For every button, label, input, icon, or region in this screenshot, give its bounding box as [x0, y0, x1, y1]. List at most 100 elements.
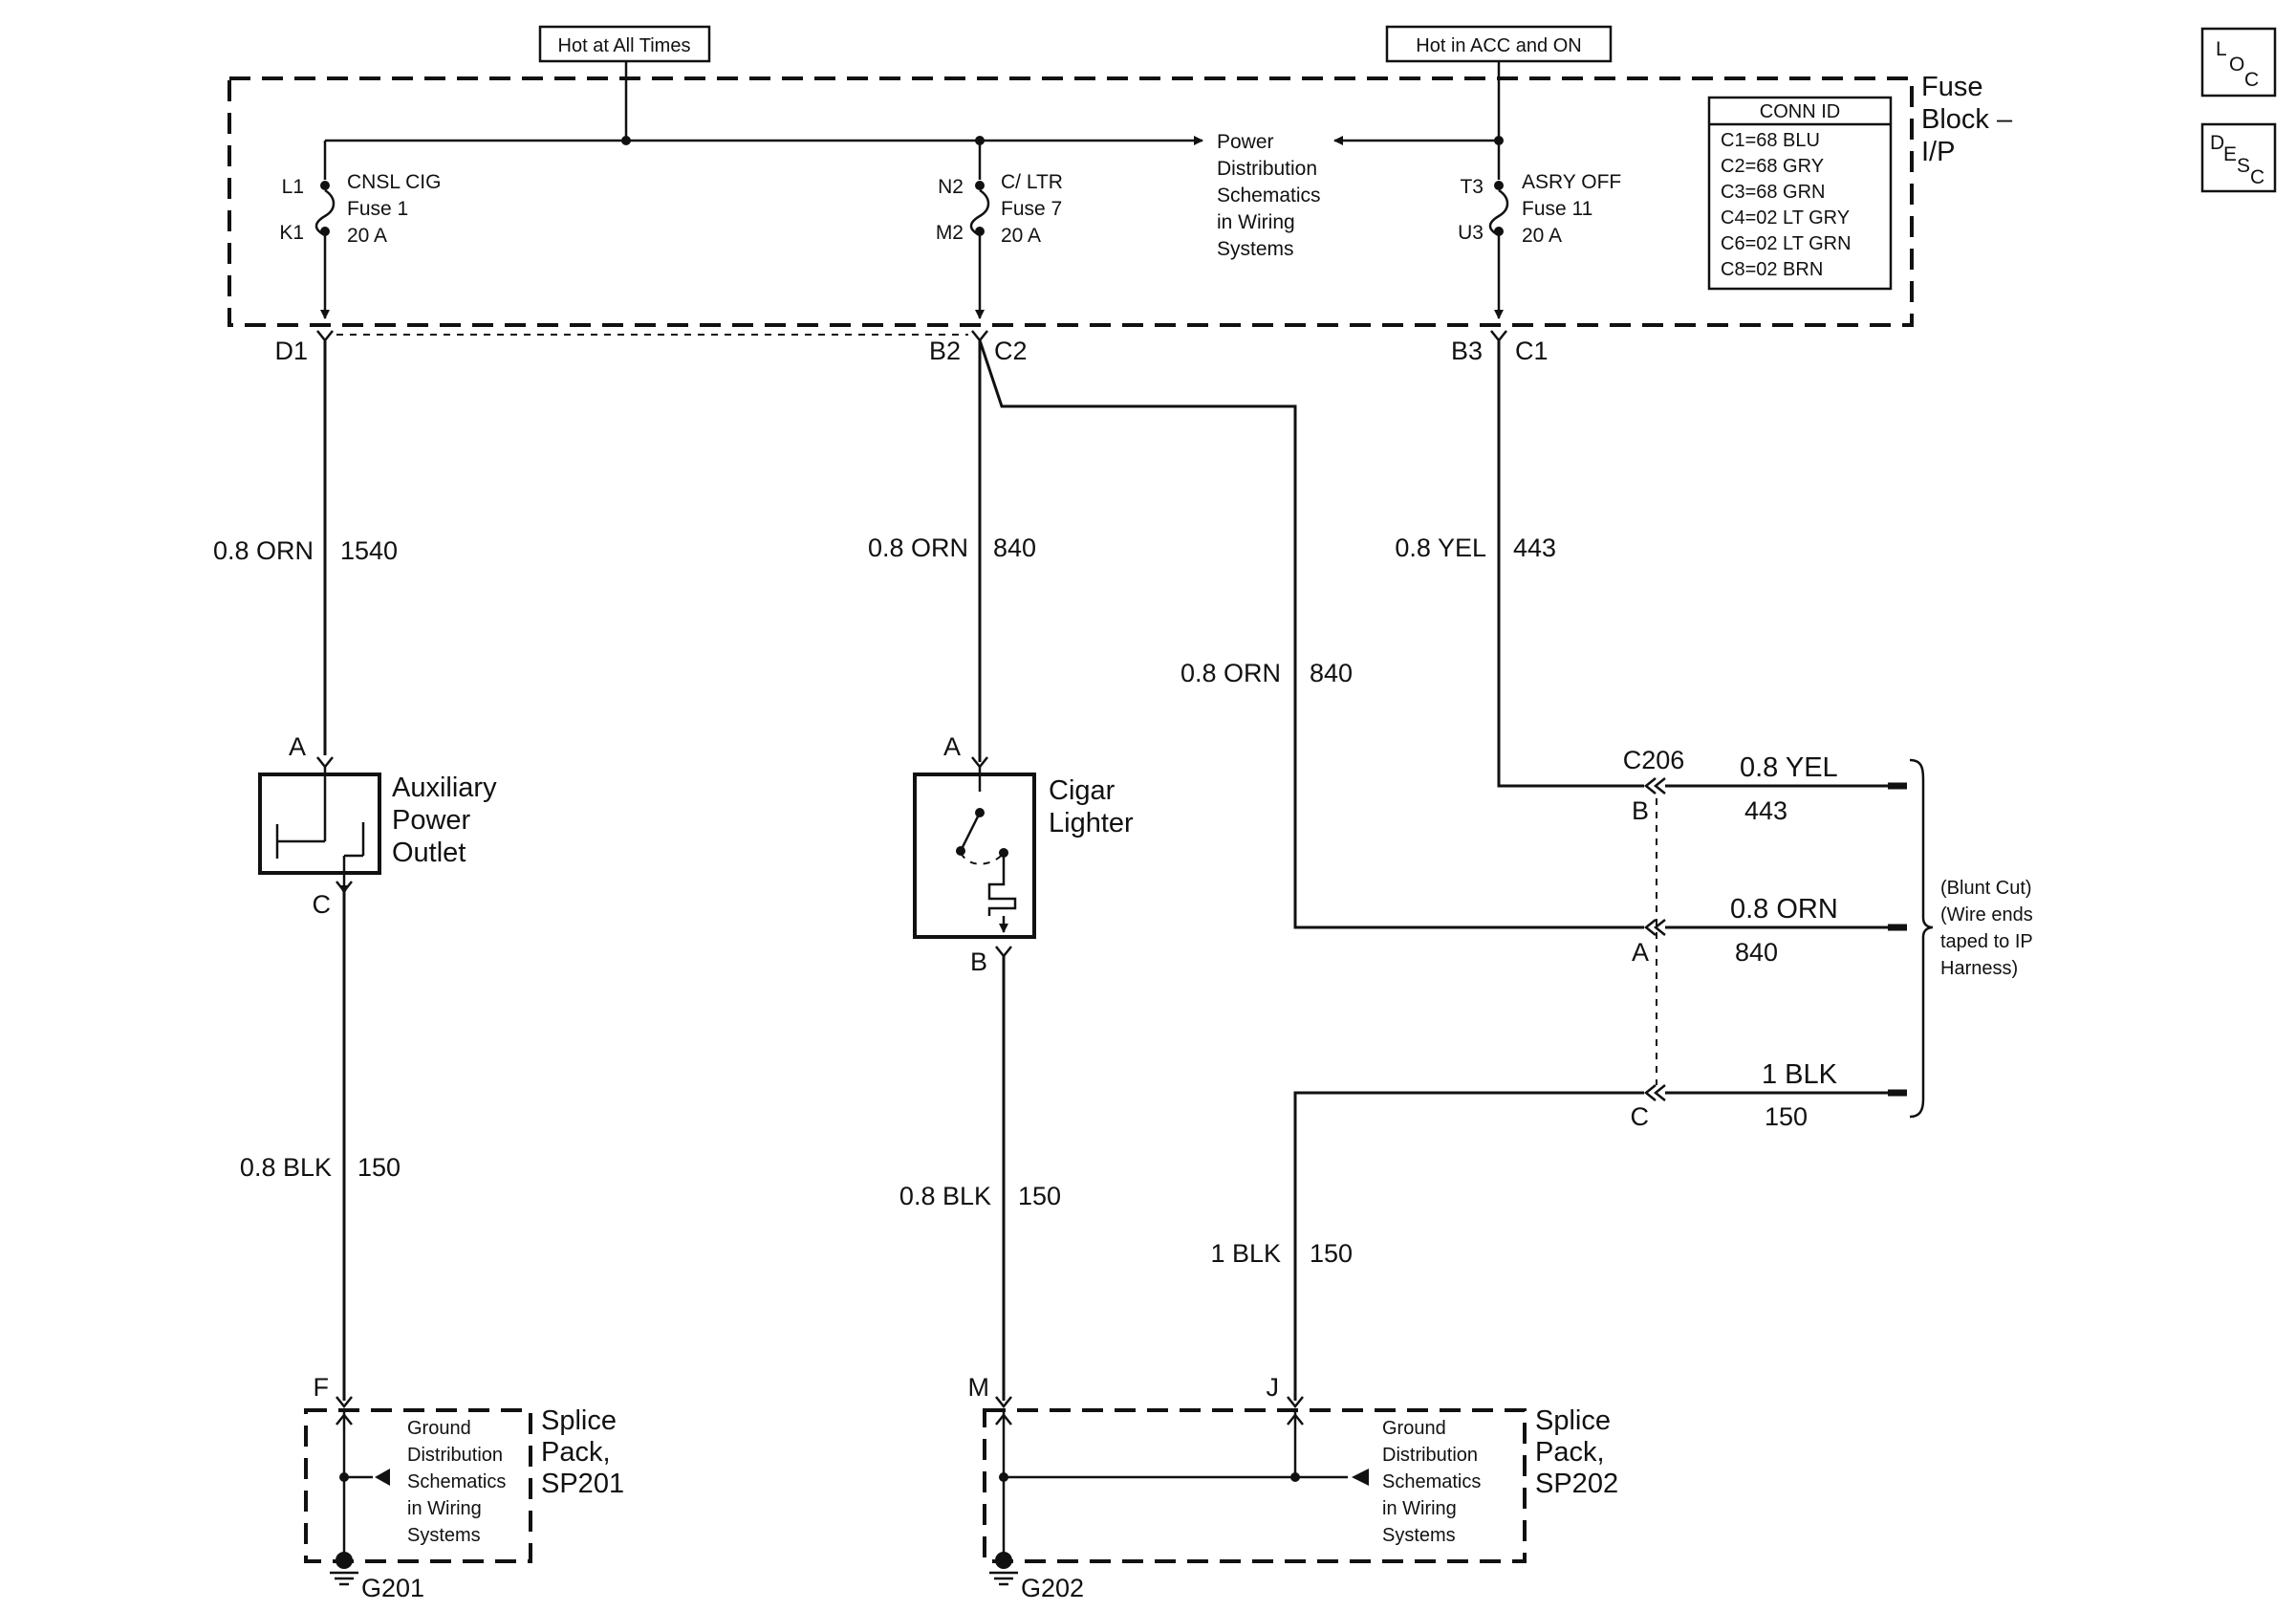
fuse-7-number: Fuse 7 [1001, 198, 1062, 220]
blunt-cut-text: (Wire ends [1940, 904, 2033, 925]
cigar-lighter: Cigar Lighter [913, 767, 1134, 939]
fuse-1-number: Fuse 1 [347, 198, 408, 220]
power-dist-text-2: Distribution [1217, 158, 1317, 180]
c206-pin-a: A [1632, 938, 1649, 967]
wire-1540-circuit: 1540 [340, 536, 398, 565]
power-dist-text-4: in Wiring [1217, 211, 1295, 233]
sp202-ground-text: Ground [1382, 1418, 1446, 1439]
c206-pin-b-gauge: 0.8 YEL [1740, 752, 1838, 783]
c206-pin-c-circuit: 150 [1765, 1102, 1808, 1131]
hot-acc-on-label: Hot in ACC and ON [1416, 35, 1581, 56]
desc-icon[interactable]: D E S C [2200, 122, 2277, 193]
blunt-cut-text: taped to IP [1940, 931, 2033, 952]
fuse-7-rating: 20 A [1001, 225, 1041, 247]
fuse-11: T3 U3 ASRY OFF Fuse 11 20 A [1458, 141, 1621, 319]
fuse-1-rating: 20 A [347, 225, 387, 247]
c206-pin-c: C [1631, 1102, 1650, 1131]
fuse-7: N2 M2 C/ LTR Fuse 7 20 A [936, 136, 1063, 319]
fuse-11-name: ASRY OFF [1522, 171, 1621, 193]
aux-name-2: Power [392, 805, 471, 836]
sp202-ground-text: Systems [1382, 1525, 1456, 1546]
connector-b3: B3 [1451, 337, 1483, 365]
cigar-pin-a: A [943, 732, 961, 761]
hot-all-times-label: Hot at All Times [558, 35, 691, 56]
blunt-cut-text: Harness) [1940, 958, 2018, 979]
splice-pack-sp202: Ground Distribution Schematics in Wiring… [983, 1405, 1618, 1602]
loc-icon[interactable]: L O C [2200, 27, 2277, 98]
blunt-cut-text: (Blunt Cut) [1940, 878, 2032, 899]
sp201-pin-f: F [314, 1373, 330, 1402]
fuse-block-outline [227, 76, 1914, 327]
fuse-11-number: Fuse 11 [1522, 198, 1592, 220]
power-dist-text-5: Systems [1217, 238, 1294, 260]
fuse-block-title-1: Fuse [1921, 72, 1982, 102]
c206-name: C206 [1623, 746, 1685, 774]
fuse-block-title-3: I/P [1921, 137, 1955, 167]
power-dist-text-3: Schematics [1217, 185, 1321, 207]
connector-d1: D1 [274, 337, 308, 365]
connector-b2: B2 [929, 337, 961, 365]
fuse-11-pin-bottom: U3 [1458, 222, 1484, 244]
fuse-11-pin-top: T3 [1460, 176, 1484, 198]
fuse-1: L1 K1 CNSL CIG Fuse 1 20 A [279, 141, 441, 319]
cigar-pin-b: B [970, 947, 987, 976]
conn-id-title: CONN ID [1760, 101, 1840, 122]
ground-g201: G201 [361, 1574, 424, 1602]
conn-id-row: C6=02 LT GRN [1721, 233, 1852, 254]
aux-pin-a: A [289, 732, 306, 761]
power-dist-text-1: Power [1217, 131, 1274, 153]
svg-text:C: C [2250, 166, 2264, 188]
wire-150c-gauge: 1 BLK [1210, 1239, 1281, 1268]
svg-text:S: S [2237, 155, 2250, 177]
svg-text:E: E [2223, 143, 2237, 165]
wire-443-circuit: 443 [1513, 533, 1556, 562]
sp201-name-2: Pack, [541, 1437, 611, 1468]
auxiliary-power-outlet: Auxiliary Power Outlet [258, 767, 497, 895]
svg-text:O: O [2229, 54, 2244, 76]
sp202-ground-text: Schematics [1382, 1471, 1481, 1492]
sp201-ground-text: Schematics [407, 1471, 506, 1492]
wire-150a-circuit: 150 [357, 1153, 401, 1182]
fuse-1-pin-bottom: K1 [279, 222, 304, 244]
wire-150a-gauge: 0.8 BLK [240, 1153, 332, 1182]
cigar-name-1: Cigar [1049, 775, 1116, 806]
sp201-name-1: Splice [541, 1405, 617, 1436]
c206-pin-a-circuit: 840 [1735, 938, 1778, 967]
aux-name-1: Auxiliary [392, 773, 497, 803]
wire-840-c206 [978, 339, 1644, 929]
wire-150b-gauge: 0.8 BLK [899, 1182, 991, 1210]
sp202-ground-text: in Wiring [1382, 1498, 1457, 1519]
c206-pin-c-gauge: 1 BLK [1762, 1059, 1838, 1090]
sp201-ground-text: Distribution [407, 1445, 503, 1466]
sp201-ground-text: in Wiring [407, 1498, 482, 1519]
fuse-7-name: C/ LTR [1001, 171, 1063, 193]
sp202-name-3: SP202 [1535, 1469, 1618, 1499]
ground-g202: G202 [1021, 1574, 1084, 1602]
wire-443-gauge: 0.8 YEL [1395, 533, 1486, 562]
aux-pin-c: C [313, 890, 332, 919]
conn-id-row: C3=68 GRN [1721, 182, 1826, 203]
conn-id-row: C1=68 BLU [1721, 130, 1820, 151]
fuse-11-rating: 20 A [1522, 225, 1562, 247]
sp202-ground-text: Distribution [1382, 1445, 1478, 1466]
wire-840a-circuit: 840 [993, 533, 1036, 562]
conn-id-row: C2=68 GRY [1721, 156, 1824, 177]
wire-1540-gauge: 0.8 ORN [213, 536, 314, 565]
conn-id-row: C8=02 BRN [1721, 259, 1823, 280]
wire-840a-gauge: 0.8 ORN [868, 533, 968, 562]
svg-text:D: D [2210, 132, 2224, 154]
connector-c2: C2 [994, 337, 1028, 365]
cigar-name-2: Lighter [1049, 808, 1134, 838]
conn-id-table: CONN ID C1=68 BLU C2=68 GRY C3=68 GRN C4… [1707, 96, 1893, 291]
aux-name-3: Outlet [392, 838, 466, 868]
hot-all-times-box [538, 25, 711, 63]
fuse-block-title-2: Block – [1921, 104, 2013, 135]
connector-c1: C1 [1515, 337, 1549, 365]
fuse-7-pin-top: N2 [938, 176, 964, 198]
sp201-ground-text: Ground [407, 1418, 471, 1439]
c206-pin-b-circuit: 443 [1744, 796, 1787, 825]
wire-150b-circuit: 150 [1018, 1182, 1061, 1210]
wire-150-c206 [1293, 1091, 1644, 1401]
fuse-7-pin-bottom: M2 [936, 222, 964, 244]
